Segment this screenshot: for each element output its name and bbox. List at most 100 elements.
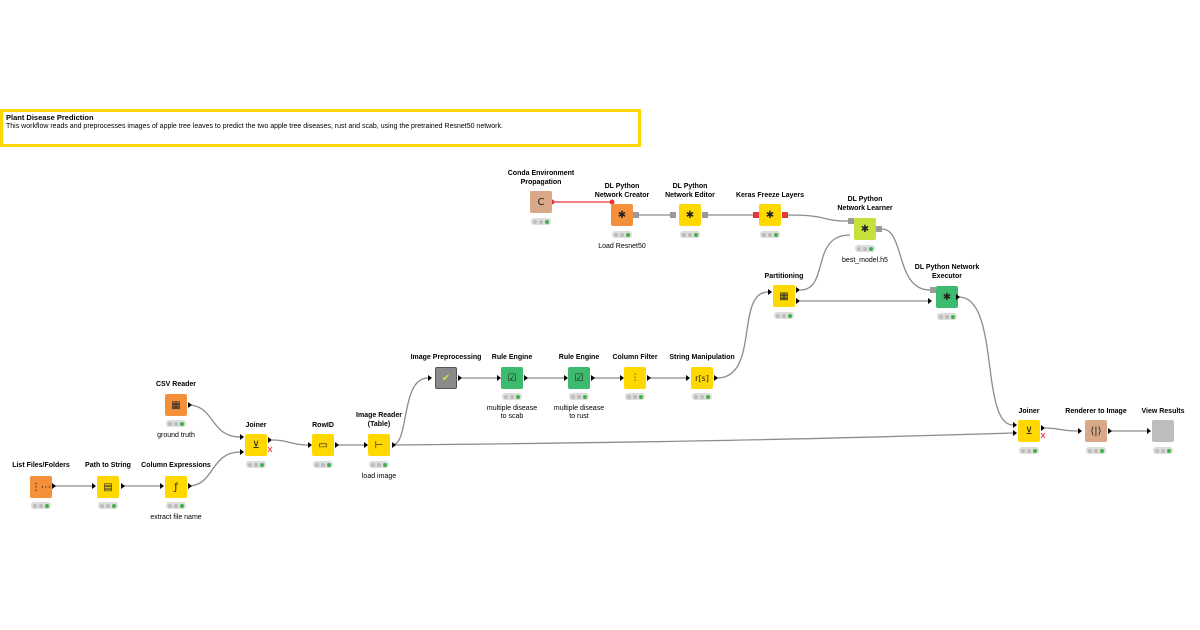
image-reader-icon[interactable]: ⊢: [368, 434, 390, 456]
connection[interactable]: [787, 214, 849, 222]
input-port[interactable]: [160, 483, 164, 489]
model-port[interactable]: [702, 212, 708, 218]
connection[interactable]: [1044, 427, 1079, 432]
input-port[interactable]: [240, 434, 244, 440]
check-icon[interactable]: ✔: [435, 367, 457, 389]
rule-icon[interactable]: ☑: [501, 367, 523, 389]
node-caption: best_model.h5: [842, 257, 888, 264]
node-title: Image Preprocessing: [410, 354, 482, 361]
input-port[interactable]: [497, 375, 501, 381]
model-port[interactable]: [876, 226, 882, 232]
output-port[interactable]: [335, 442, 339, 448]
node-status: [1019, 447, 1039, 454]
input-port[interactable]: [1013, 422, 1017, 428]
connection[interactable]: [391, 377, 429, 446]
connection[interactable]: [391, 432, 1014, 446]
input-port[interactable]: [564, 375, 568, 381]
node-caption: load image: [361, 473, 397, 480]
join-icon[interactable]: ⊻: [245, 434, 267, 456]
output-port[interactable]: [796, 298, 800, 304]
output-port[interactable]: [188, 483, 192, 489]
network-icon[interactable]: ✱: [854, 218, 876, 240]
node-title: Network Learner: [837, 205, 893, 212]
flow-variable-port[interactable]: [609, 199, 615, 205]
model-port[interactable]: [753, 212, 759, 218]
model-port[interactable]: [782, 212, 788, 218]
output-port[interactable]: [1108, 428, 1112, 434]
output-port[interactable]: [1041, 425, 1045, 431]
node-title: Image Reader: [356, 412, 402, 419]
node-status: [937, 313, 957, 320]
input-port[interactable]: [1078, 428, 1082, 434]
node-title: View Results: [1141, 408, 1185, 415]
node-status: [1153, 447, 1173, 454]
expression-icon[interactable]: ƒ: [165, 476, 187, 498]
workflow-annotation[interactable]: Plant Disease Prediction This workflow r…: [0, 109, 641, 147]
rule-icon[interactable]: ☑: [568, 367, 590, 389]
input-port[interactable]: [364, 442, 368, 448]
connection[interactable]: [187, 404, 241, 438]
path-convert-icon[interactable]: ▤: [97, 476, 119, 498]
output-port[interactable]: [647, 375, 651, 381]
connection[interactable]: [187, 451, 241, 487]
output-port[interactable]: [121, 483, 125, 489]
connection[interactable]: [271, 439, 309, 446]
rowid-icon[interactable]: ▭: [312, 434, 334, 456]
model-port[interactable]: [633, 212, 639, 218]
filter-icon[interactable]: ⫶: [624, 367, 646, 389]
output-port[interactable]: [458, 375, 462, 381]
output-port[interactable]: [268, 437, 272, 443]
network-icon[interactable]: ✱: [611, 204, 633, 226]
node-title: DL Python: [672, 183, 708, 190]
output-port[interactable]: [392, 442, 396, 448]
input-port[interactable]: [768, 289, 772, 295]
network-icon[interactable]: ✱: [759, 204, 781, 226]
output-port[interactable]: [796, 287, 800, 293]
input-port[interactable]: [620, 375, 624, 381]
node-caption: to scab: [500, 413, 524, 420]
conda-icon[interactable]: C: [530, 191, 552, 213]
node-title: Joiner: [245, 422, 267, 429]
model-port[interactable]: [930, 287, 936, 293]
csv-file-icon[interactable]: ▦: [165, 394, 187, 416]
model-port[interactable]: [670, 212, 676, 218]
network-icon[interactable]: ✱: [936, 286, 958, 308]
connection[interactable]: [799, 234, 851, 291]
string-icon[interactable]: r[s]: [691, 367, 713, 389]
output-port[interactable]: [52, 483, 56, 489]
node-title: Path to String: [85, 462, 131, 469]
input-port[interactable]: [1013, 430, 1017, 436]
join-icon[interactable]: ⊻: [1018, 420, 1040, 442]
inactive-port-icon: [1040, 432, 1046, 439]
input-port[interactable]: [1147, 428, 1151, 434]
network-icon[interactable]: ✱: [679, 204, 701, 226]
input-port[interactable]: [308, 442, 312, 448]
node-title: Executor: [932, 273, 962, 280]
partition-icon[interactable]: ▦: [773, 285, 795, 307]
input-port[interactable]: [686, 375, 690, 381]
node-title: Partitioning: [764, 273, 804, 280]
output-port[interactable]: [188, 402, 192, 408]
node-status: [855, 245, 875, 252]
node-caption: multiple disease: [553, 405, 605, 412]
renderer-icon[interactable]: ⟨|⟩: [1085, 420, 1107, 442]
output-port[interactable]: [956, 294, 960, 300]
input-port[interactable]: [240, 449, 244, 455]
input-port[interactable]: [92, 483, 96, 489]
output-port[interactable]: [524, 375, 528, 381]
connection[interactable]: [716, 291, 769, 379]
model-port[interactable]: [848, 218, 854, 224]
node-status: [625, 393, 645, 400]
output-port[interactable]: [714, 375, 718, 381]
input-port[interactable]: [428, 375, 432, 381]
view-icon[interactable]: [1152, 420, 1174, 442]
input-port[interactable]: [928, 298, 932, 304]
folder-list-icon[interactable]: ⋮⋯: [30, 476, 52, 498]
node-status: [774, 312, 794, 319]
node-title: CSV Reader: [155, 381, 197, 388]
connection[interactable]: [881, 228, 931, 291]
output-port[interactable]: [591, 375, 595, 381]
connection[interactable]: [958, 296, 1014, 426]
